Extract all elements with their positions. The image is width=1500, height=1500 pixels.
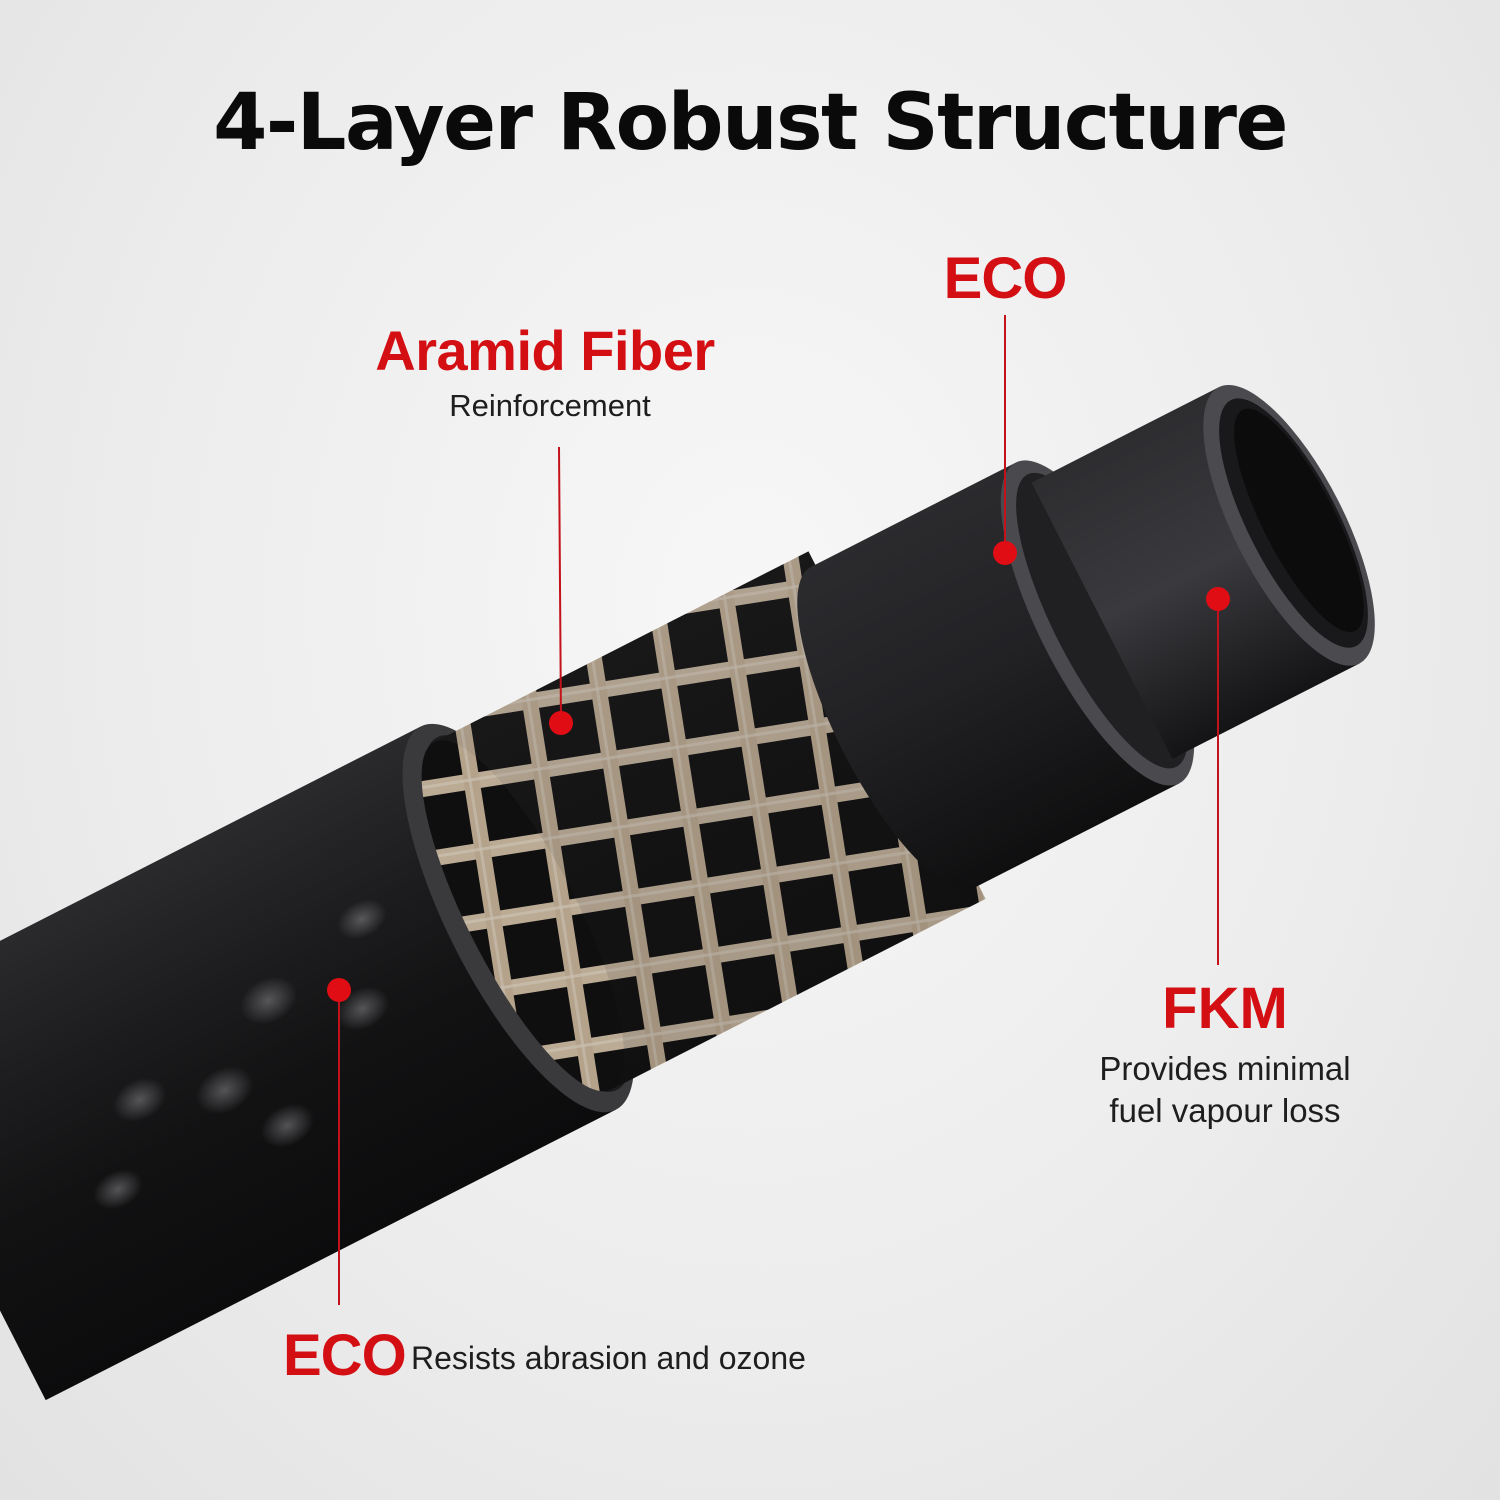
- callout-aramid-connector: [549, 446, 573, 735]
- callout-dot: [549, 711, 573, 735]
- callout-eco-outer-description: Resists abrasion and ozone: [411, 1340, 806, 1376]
- callout-fkm-description: Provides minimal fuel vapour loss: [1070, 1048, 1380, 1132]
- callout-dot: [327, 978, 351, 1002]
- inner-fkm-layer: [1031, 384, 1375, 759]
- callout-eco-outer-title: ECO: [283, 1323, 407, 1388]
- callout-dot: [993, 541, 1017, 565]
- callout-dot: [1206, 587, 1230, 611]
- callout-eco-bottom-connector: [327, 978, 351, 1305]
- page-title: 4-Layer Robust Structure: [213, 78, 1288, 168]
- fkm-description-line1: Provides minimal: [1099, 1050, 1351, 1087]
- callout-aramid-title: Aramid Fiber: [375, 319, 715, 382]
- callout-eco-top-connector: [993, 315, 1017, 565]
- callout-eco-inner-title: ECO: [943, 246, 1068, 311]
- surface-texture: [93, 899, 390, 1210]
- callout-fkm-title: FKM: [1162, 976, 1288, 1041]
- callout-aramid-description: Reinforcement: [449, 388, 651, 423]
- callout-fkm-connector: [1206, 587, 1230, 965]
- fkm-description-line2: fuel vapour loss: [1109, 1092, 1341, 1129]
